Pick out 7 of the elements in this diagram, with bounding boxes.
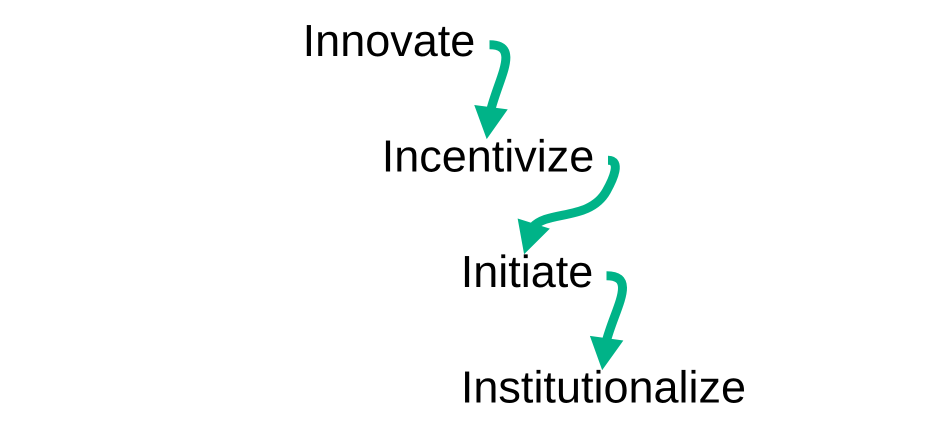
arrow bbox=[517, 156, 620, 254]
node-text: Institutionalize bbox=[460, 362, 746, 412]
arrow bbox=[474, 40, 510, 140]
arrow bbox=[589, 271, 626, 370]
node-text: Initiate bbox=[460, 246, 593, 297]
node-text: Innovate bbox=[302, 15, 475, 66]
node-text: Incentivize bbox=[381, 130, 594, 182]
